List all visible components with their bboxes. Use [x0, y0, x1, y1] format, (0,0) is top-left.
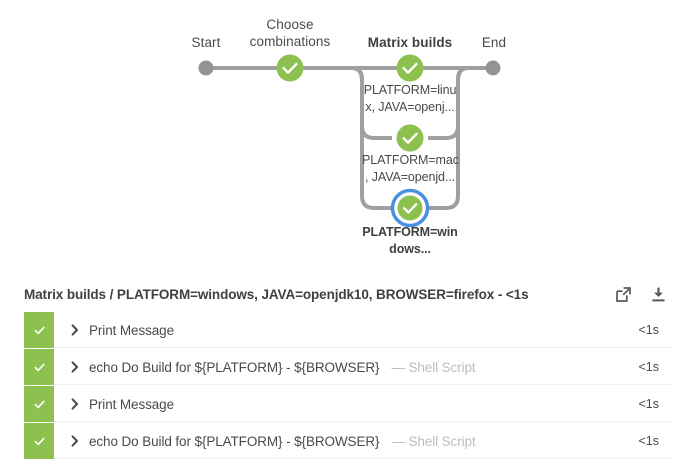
- pipeline-graph: Start Choose combinations Matrix builds …: [191, 17, 507, 256]
- steps-list: Print Message <1s echo Do Build for ${PL…: [24, 312, 671, 460]
- step-status-success: [24, 350, 54, 385]
- step-row[interactable]: echo Do Build for ${PLATFORM} - ${BROWSE…: [24, 424, 671, 460]
- stage-label-matrix-builds[interactable]: Matrix builds: [367, 35, 453, 50]
- step-status-success: [24, 313, 54, 348]
- step-duration: <1s: [638, 360, 659, 374]
- branch-label-3[interactable]: PLATFORM=win dows...: [362, 225, 458, 256]
- check-icon: [34, 363, 45, 372]
- chevron-right-glyph: [71, 324, 78, 336]
- check-icon: [34, 400, 45, 409]
- step-status-success: [24, 387, 54, 422]
- pipeline-node-end[interactable]: [485, 60, 501, 76]
- chevron-right-glyph: [71, 435, 78, 447]
- branch-label-2[interactable]: PLATFORM=mac , JAVA=openjd...: [362, 153, 459, 184]
- check-icon: [34, 437, 45, 446]
- result-header: Matrix builds / PLATFORM=windows, JAVA=o…: [24, 280, 671, 308]
- step-strip-divider: [24, 423, 671, 424]
- external-link-glyph: [615, 286, 631, 302]
- download-icon[interactable]: [645, 281, 671, 307]
- pipeline-node-branch-3-selected[interactable]: [390, 188, 430, 228]
- step-strip-divider: [24, 349, 671, 350]
- step-title: echo Do Build for ${PLATFORM} - ${BROWSE…: [89, 433, 380, 449]
- chevron-right-icon[interactable]: [68, 435, 82, 447]
- pipeline-node-start[interactable]: [198, 60, 214, 76]
- result-title: Matrix builds / PLATFORM=windows, JAVA=o…: [24, 286, 529, 302]
- check-icon: [34, 326, 45, 335]
- pipeline-node-branch-2[interactable]: [396, 124, 424, 152]
- stage-label-choose-combinations[interactable]: Choose combinations: [249, 17, 331, 49]
- step-title: Print Message: [89, 396, 174, 412]
- step-title: Print Message: [89, 322, 174, 338]
- chevron-right-icon[interactable]: [68, 361, 82, 373]
- step-strip-top: [24, 312, 671, 313]
- chevron-right-icon[interactable]: [68, 398, 82, 410]
- branch-label-1[interactable]: PLATFORM=linu x, JAVA=openj...: [363, 83, 457, 114]
- pipeline-connectors: [198, 54, 501, 228]
- step-title: echo Do Build for ${PLATFORM} - ${BROWSE…: [89, 359, 380, 375]
- stage-label-start[interactable]: Start: [191, 35, 221, 50]
- chevron-right-glyph: [71, 398, 78, 410]
- pipeline-node-choose-combinations[interactable]: [276, 54, 304, 82]
- step-status-success: [24, 424, 54, 459]
- step-row[interactable]: Print Message <1s: [24, 313, 671, 349]
- step-type: — Shell Script: [391, 433, 476, 449]
- download-glyph: [651, 287, 665, 301]
- step-type: — Shell Script: [391, 359, 476, 375]
- connector-branch-3-right: [428, 66, 476, 210]
- step-duration: <1s: [638, 323, 659, 337]
- stage-label-end[interactable]: End: [481, 35, 507, 50]
- step-duration: <1s: [638, 397, 659, 411]
- connector-branch-3-left: [348, 66, 392, 210]
- step-duration: <1s: [638, 434, 659, 448]
- chevron-right-icon[interactable]: [68, 324, 82, 336]
- external-link-icon[interactable]: [610, 281, 636, 307]
- pipeline-node-matrix-builds[interactable]: [396, 54, 424, 82]
- step-strip-divider: [24, 386, 671, 387]
- chevron-right-glyph: [71, 361, 78, 373]
- step-row[interactable]: echo Do Build for ${PLATFORM} - ${BROWSE…: [24, 350, 671, 386]
- step-row[interactable]: Print Message <1s: [24, 387, 671, 423]
